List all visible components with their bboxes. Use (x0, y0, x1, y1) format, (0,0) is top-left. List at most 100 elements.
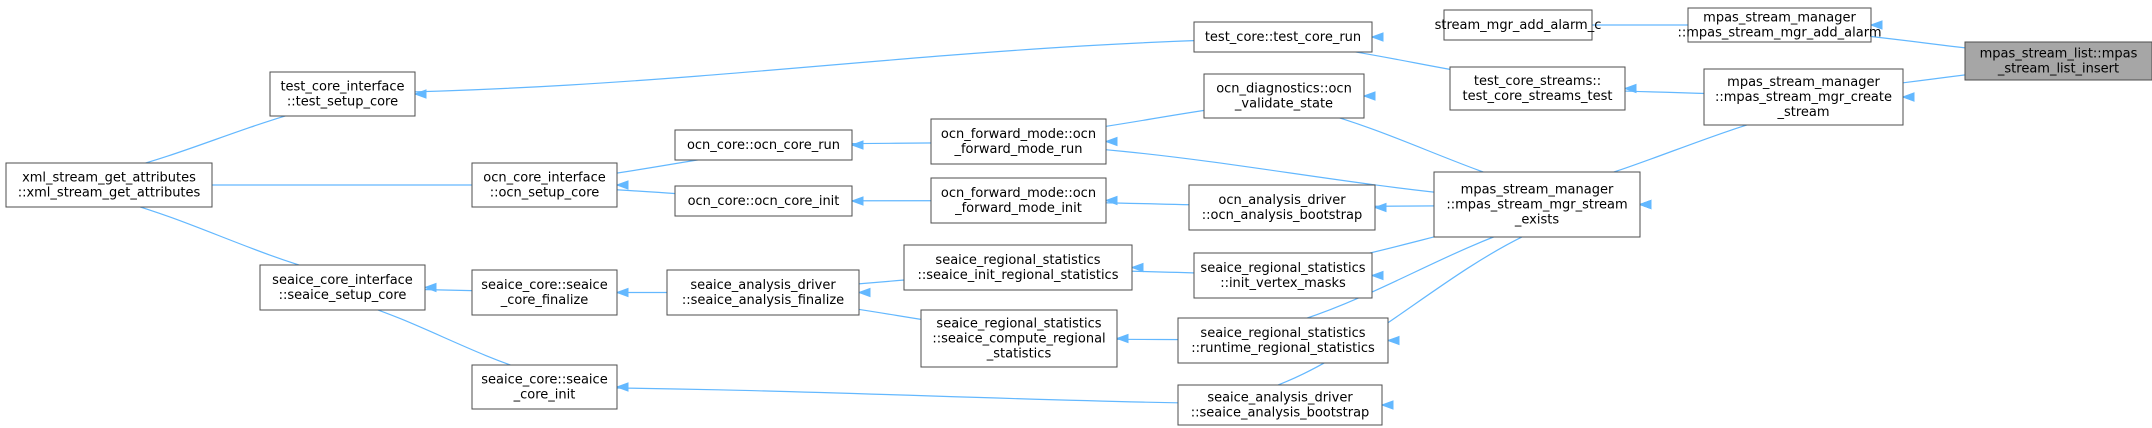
node-fwd-init[interactable]: ocn_forward_mode::ocn_forward_mode_init (930, 177, 1107, 224)
edge-arrowhead (1386, 335, 1400, 346)
node-label: _stream (1776, 105, 1829, 120)
node-label: mpas_stream_list::mpas (1980, 47, 2138, 62)
node-create-stream[interactable]: mpas_stream_manager::mpas_stream_mgr_cre… (1703, 68, 1904, 126)
node-alarm-c[interactable]: stream_mgr_add_alarm_c (1435, 9, 1602, 41)
node-label: ocn_core_interface (483, 171, 605, 186)
node-box (259, 264, 426, 311)
node-label: _core_init (513, 388, 576, 403)
node-fwd-run[interactable]: ocn_forward_mode::ocn_forward_mode_run (930, 118, 1107, 165)
edge-arrowhead (1370, 270, 1384, 281)
node-box (1687, 7, 1872, 43)
edge-arrowhead (1104, 195, 1118, 206)
node-add-alarm[interactable]: mpas_stream_manager::mpas_stream_mgr_add… (1677, 7, 1882, 43)
node-box (1443, 9, 1593, 41)
edge-arrowhead (850, 140, 864, 150)
node-box (1188, 184, 1376, 231)
node-label: seaice_core::seaice (481, 278, 607, 293)
node-label: seaice_core_interface (272, 273, 413, 288)
edge-arrowhead (1104, 136, 1118, 147)
node-ocn-core-init[interactable]: ocn_core::ocn_core_init (674, 185, 853, 217)
node-box (269, 71, 416, 117)
node-label: ::ocn_analysis_bootstrap (1202, 208, 1362, 223)
node-label: ocn_forward_mode::ocn (941, 186, 1096, 201)
node-seaice-core-init[interactable]: seaice_core::seaice_core_init (471, 364, 618, 410)
node-core-finalize[interactable]: seaice_core::seaice_core_finalize (471, 269, 618, 316)
node-validate-state[interactable]: ocn_diagnostics::ocn_validate_state (1203, 73, 1365, 119)
node-layer: mpas_stream_list::mpas_stream_list_inser… (5, 7, 2152, 426)
node-label: _stream_list_insert (1997, 62, 2119, 77)
node-label: _exists (1514, 213, 1559, 228)
node-ocn-core-run[interactable]: ocn_core::ocn_core_run (674, 129, 853, 161)
node-init-vertex[interactable]: seaice_regional_statistics::init_vertex_… (1193, 252, 1373, 299)
node-ocn-bootstrap[interactable]: ocn_analysis_driver::ocn_analysis_bootst… (1188, 184, 1376, 231)
node-seaice-bootstrap[interactable]: seaice_analysis_driver::seaice_analysis_… (1177, 384, 1383, 426)
edge-arrowhead (1362, 91, 1376, 101)
node-test-core-run[interactable]: test_core::test_core_run (1193, 21, 1373, 53)
node-box (1449, 66, 1626, 111)
node-label: test_core_streams_test (1463, 89, 1613, 104)
node-streams-test[interactable]: test_core_streams::test_core_streams_tes… (1449, 66, 1626, 111)
node-box (674, 129, 853, 161)
node-xml-attr[interactable]: xml_stream_get_attributes::xml_stream_ge… (5, 162, 213, 208)
node-label: ::seaice_analysis_finalize (682, 293, 844, 308)
edge-arrowhead (413, 89, 427, 99)
node-box (1177, 317, 1389, 364)
node-label: ::init_vertex_masks (1220, 276, 1346, 291)
node-label: stream_mgr_add_alarm_c (1435, 18, 1602, 33)
node-box (1177, 384, 1383, 426)
edge-arrowhead (615, 382, 629, 392)
edge-arrowhead (1901, 92, 1915, 102)
node-compute-regional[interactable]: seaice_regional_statistics::seaice_compu… (920, 309, 1118, 368)
node-label: ::seaice_analysis_bootstrap (1191, 406, 1370, 421)
node-init-regional[interactable]: seaice_regional_statistics::seaice_init_… (903, 244, 1133, 291)
node-box (1193, 252, 1373, 299)
node-runtime-regional[interactable]: seaice_regional_statistics::runtime_regi… (1177, 317, 1389, 364)
node-label: seaice_regional_statistics (1200, 326, 1365, 341)
node-box (674, 185, 853, 217)
node-label: ::mpas_stream_mgr_create (1715, 90, 1892, 105)
node-box (666, 269, 860, 316)
node-box (1703, 68, 1904, 126)
node-label: _forward_mode_init (954, 201, 1082, 216)
edge-arrowhead (1130, 262, 1144, 273)
node-test-setup-core[interactable]: test_core_interface::test_setup_core (269, 71, 416, 117)
node-label: ::xml_stream_get_attributes (18, 186, 201, 201)
node-label: ::seaice_init_regional_statistics (918, 268, 1119, 283)
node-seaice-setup[interactable]: seaice_core_interface::seaice_setup_core (259, 264, 426, 311)
node-label: mpas_stream_manager (1727, 75, 1880, 90)
node-label: ::seaice_setup_core (279, 288, 407, 303)
node-label: _statistics (986, 347, 1052, 362)
node-box (471, 162, 618, 208)
node-box (930, 177, 1107, 224)
node-label: seaice_regional_statistics (936, 317, 1101, 332)
edge-arrowhead (1638, 199, 1652, 210)
node-box (920, 309, 1118, 368)
node-box (5, 162, 213, 208)
node-stream-exists[interactable]: mpas_stream_manager::mpas_stream_mgr_str… (1433, 171, 1641, 238)
node-label: seaice_regional_statistics (935, 253, 1100, 268)
node-ocn-setup-core[interactable]: ocn_core_interface::ocn_setup_core (471, 162, 618, 208)
node-label: seaice_regional_statistics (1200, 261, 1365, 276)
edge-arrowhead (423, 282, 437, 293)
node-label: ::mpas_stream_mgr_stream (1446, 198, 1627, 213)
node-analysis-finalize[interactable]: seaice_analysis_driver::seaice_analysis_… (666, 269, 860, 316)
edge-arrowhead (1869, 20, 1883, 30)
node-box (471, 364, 618, 410)
node-target[interactable]: mpas_stream_list::mpas_stream_list_inser… (1964, 41, 2152, 81)
node-label: seaice_core::seaice (481, 373, 607, 388)
node-label: ocn_forward_mode::ocn (941, 127, 1096, 142)
node-label: _core_finalize (500, 293, 589, 308)
node-label: ::mpas_stream_mgr_add_alarm (1677, 26, 1881, 41)
edge-arrowhead (1623, 83, 1637, 94)
edge-arrowhead (1380, 400, 1394, 410)
node-label: ocn_core::ocn_core_init (688, 194, 840, 209)
edge-arrowhead (850, 196, 864, 206)
node-label: ::seaice_compute_regional (932, 332, 1105, 347)
node-box (1433, 171, 1641, 238)
node-label: test_core_interface (280, 80, 404, 95)
node-box (930, 118, 1107, 165)
node-box (903, 244, 1133, 291)
node-label: xml_stream_get_attributes (22, 171, 196, 186)
node-box (471, 269, 618, 316)
